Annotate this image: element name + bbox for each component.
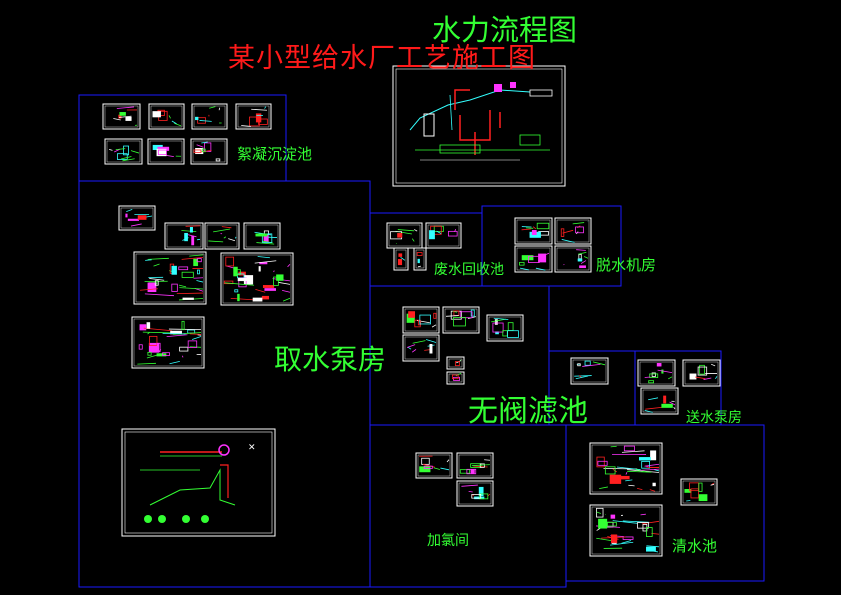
- drawing-sheet-thumbnail[interactable]: [442, 306, 480, 334]
- drawing-sheet-thumbnail[interactable]: [456, 452, 494, 479]
- drawing-sheet-thumbnail[interactable]: [456, 480, 494, 507]
- label-floc: 絮凝沉淀池: [237, 145, 313, 163]
- drawing-sheet-thumbnail[interactable]: [393, 247, 409, 271]
- drawing-sheet-thumbnail[interactable]: [402, 334, 440, 362]
- zone-clear[interactable]: [565, 424, 765, 582]
- drawing-sheet-thumbnail[interactable]: [425, 222, 462, 249]
- drawing-sheet-thumbnail[interactable]: [131, 316, 205, 369]
- drawing-sheet-thumbnail[interactable]: [104, 138, 143, 165]
- drawing-sheet-thumbnail[interactable]: [415, 452, 453, 479]
- label-clear: 清水池: [672, 537, 718, 555]
- svg-text:✕: ✕: [248, 443, 256, 453]
- drawing-sheet-thumbnail[interactable]: [514, 217, 553, 245]
- label-waste: 废水回收池: [434, 262, 504, 278]
- drawing-sheet-thumbnail[interactable]: [386, 222, 423, 249]
- sheet-flow-diagram[interactable]: [392, 65, 566, 187]
- zone-floc[interactable]: [78, 94, 287, 182]
- drawing-sheet-thumbnail[interactable]: [682, 359, 721, 387]
- drawing-sheet-thumbnail[interactable]: [164, 222, 204, 250]
- drawing-sheet-thumbnail[interactable]: [589, 442, 663, 495]
- drawing-sheet-thumbnail[interactable]: [486, 314, 524, 342]
- zone-dewater[interactable]: [481, 205, 622, 287]
- drawing-sheet-thumbnail[interactable]: [204, 222, 240, 250]
- drawing-sheet-thumbnail[interactable]: [640, 387, 679, 415]
- drawing-sheet-thumbnail[interactable]: [446, 356, 465, 370]
- drawing-sheet-thumbnail[interactable]: [446, 371, 465, 385]
- drawing-sheet-thumbnail[interactable]: [190, 138, 228, 165]
- drawing-sheet-thumbnail[interactable]: [220, 252, 294, 306]
- drawing-sheet-thumbnail[interactable]: [235, 103, 272, 130]
- flow-diagram-title: 水力流程图: [432, 13, 578, 47]
- drawing-sheet-thumbnail[interactable]: [402, 306, 440, 334]
- label-send: 送水泵房: [686, 410, 742, 426]
- drawing-sheet-thumbnail[interactable]: [554, 245, 592, 273]
- drawing-sheet-thumbnail[interactable]: [102, 103, 141, 130]
- drawing-sheet-thumbnail[interactable]: [148, 103, 185, 130]
- label-filter: 无阀滤池: [468, 394, 588, 429]
- drawing-sheet-thumbnail[interactable]: [243, 222, 281, 250]
- zone-intake[interactable]: [78, 180, 371, 588]
- drawing-sheet-thumbnail[interactable]: [637, 359, 676, 387]
- drawing-title: 某小型给水厂工艺施工图: [228, 43, 536, 74]
- zone-outlines: [78, 94, 765, 588]
- drawing-sheet-thumbnail[interactable]: [554, 217, 592, 245]
- drawing-sheet-thumbnail[interactable]: [147, 138, 185, 165]
- drawing-sheet-thumbnail[interactable]: [191, 103, 228, 130]
- drawing-sheet-thumbnail[interactable]: [570, 357, 609, 385]
- drawing-sheet-thumbnail[interactable]: [133, 251, 207, 305]
- thumbnail-sheets: [102, 103, 721, 557]
- drawing-sheet-thumbnail[interactable]: [589, 504, 663, 557]
- drawing-sheet-thumbnail[interactable]: [413, 247, 427, 271]
- drawing-sheet-thumbnail[interactable]: [680, 478, 718, 506]
- label-chlor: 加氯间: [427, 533, 469, 549]
- sheet-intake-profile[interactable]: ✕: [121, 428, 276, 537]
- label-dewater: 脱水机房: [596, 256, 657, 274]
- drawing-sheet-thumbnail[interactable]: [514, 245, 553, 273]
- label-intake: 取水泵房: [274, 343, 387, 376]
- drawing-sheet-thumbnail[interactable]: [118, 205, 156, 231]
